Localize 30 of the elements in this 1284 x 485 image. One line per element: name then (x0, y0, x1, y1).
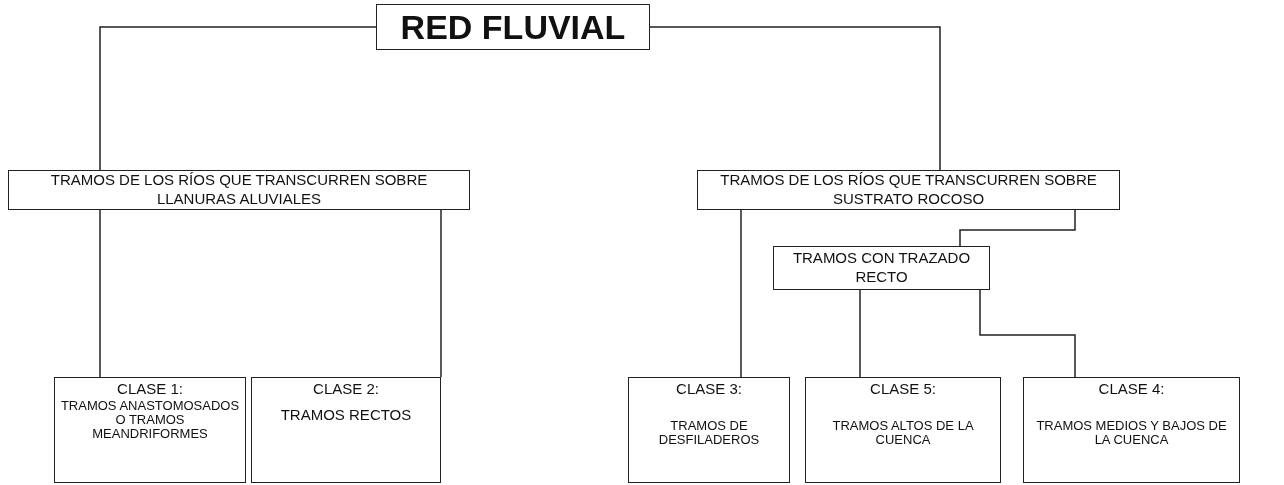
category-box (628, 377, 790, 483)
category-box (54, 377, 246, 483)
category-box (773, 246, 990, 290)
connector-line (859, 289, 861, 378)
connector-line (440, 209, 442, 378)
box-title: CLASE 5: (870, 380, 936, 399)
connector-line (959, 209, 1076, 247)
box-title: CLASE 3: (676, 380, 742, 399)
box-title: CLASE 4: (1098, 380, 1165, 399)
box-title: TRAMOS DE LOS RÍOS QUE TRANSCURREN SOBRE SUSTRATO ROCOSO (719, 171, 1098, 209)
box-title: CLASE 2: (313, 380, 379, 399)
box-title: TRAMOS CON TRAZADO RECTO (791, 249, 972, 287)
box-description: TRAMOS MEDIOS Y BAJOS DE LA CUENCA (1035, 418, 1228, 448)
connector-line (649, 26, 941, 171)
category-box (8, 170, 470, 210)
connector-line (979, 289, 1076, 378)
connector-line (99, 209, 101, 378)
box-description: TRAMOS RECTOS (280, 406, 412, 424)
connector-line (99, 26, 377, 171)
box-description: TRAMOS ALTOS DE LA CUENCA (831, 418, 975, 448)
category-box (805, 377, 1001, 483)
box-description: TRAMOS DE DESFILADEROS (657, 418, 761, 448)
box-description: TRAMOS ANASTOMOSADOS O TRAMOS MEANDRIFORMES (59, 398, 241, 442)
category-box (251, 377, 441, 483)
category-box (376, 4, 650, 50)
box-title: TRAMOS DE LOS RÍOS QUE TRANSCURREN SOBRE LLANURAS ALUVIALES (49, 171, 429, 209)
box-title: RED FLUVIAL (400, 6, 626, 48)
box-title: CLASE 1: (117, 380, 183, 399)
category-box (1023, 377, 1240, 483)
connector-line (740, 209, 742, 378)
